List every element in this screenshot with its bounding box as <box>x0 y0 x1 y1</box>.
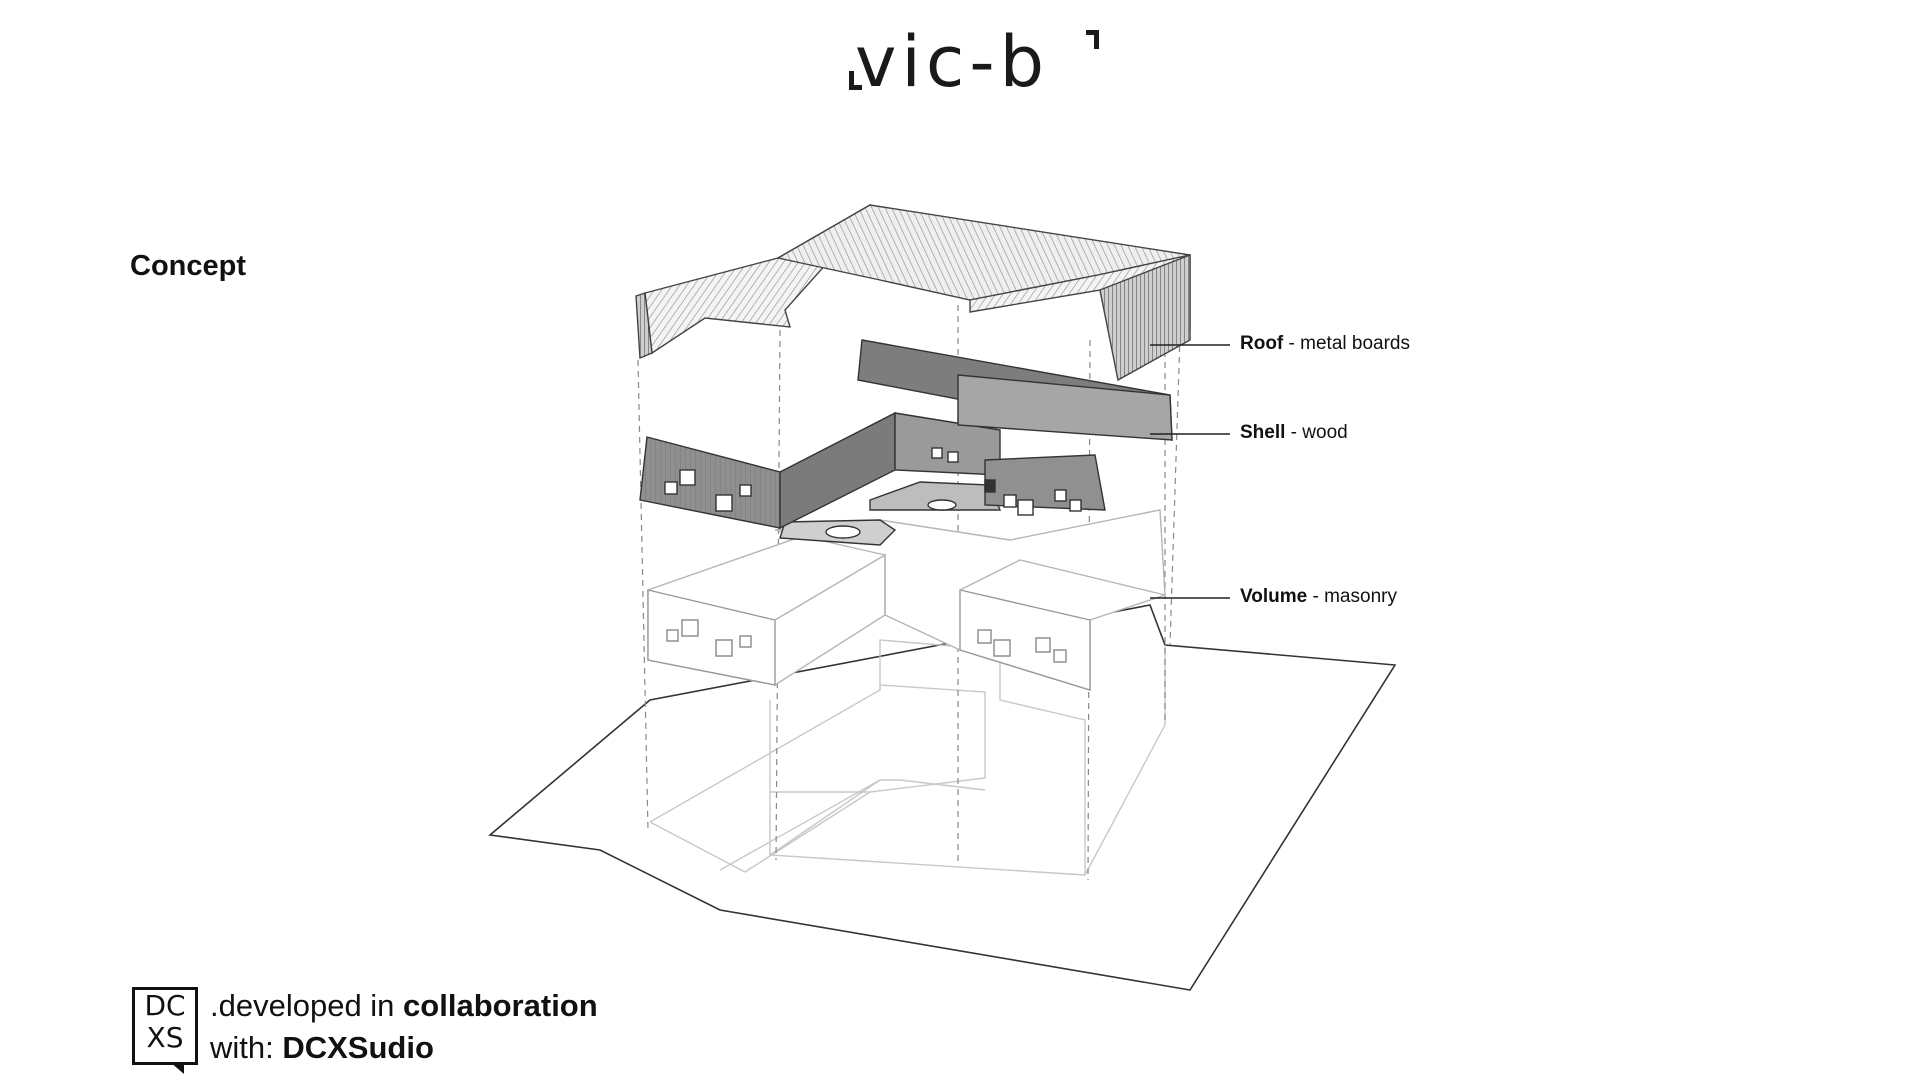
dcxs-badge-tail <box>170 1062 184 1074</box>
vic-b-logo: vic-b <box>849 21 1099 103</box>
label-volume: Volume - masonry <box>1240 586 1397 608</box>
dcxs-logo-badge: DC XS <box>132 987 198 1065</box>
footer-line2-prefix: with: <box>210 1030 283 1065</box>
dcxs-line1: DC <box>144 989 186 1022</box>
footer-line2-bold: DCXSudio <box>282 1030 434 1065</box>
ground-plate <box>488 604 1397 991</box>
label-roof-title: Roof <box>1240 333 1284 354</box>
dcxs-line2: XS <box>146 1021 184 1054</box>
label-shell: Shell - wood <box>1240 422 1348 444</box>
footer-line2: with: DCXSudio <box>210 1027 598 1069</box>
section-heading: Concept <box>130 250 246 282</box>
footer-credit: DC XS .developed in collaboration with: … <box>130 985 650 1075</box>
roof-metal-boards <box>635 203 1191 382</box>
label-shell-desc: - wood <box>1285 422 1348 443</box>
label-roof-desc: - metal boards <box>1283 333 1410 354</box>
logo-text: vic-b <box>855 21 1050 103</box>
shell-wood <box>639 339 1173 546</box>
footer-line1-prefix: .developed in <box>210 988 404 1023</box>
leader-lines <box>1150 344 1230 599</box>
logo-bracket-right <box>1086 30 1099 49</box>
footer-line1-bold: collaboration <box>403 988 598 1023</box>
label-volume-desc: - masonry <box>1307 586 1397 607</box>
label-shell-title: Shell <box>1240 422 1286 443</box>
footer-line1: .developed in collaboration <box>210 985 598 1027</box>
logo-bracket-left <box>849 71 862 90</box>
label-volume-title: Volume <box>1240 586 1308 607</box>
label-roof: Roof - metal boards <box>1240 333 1410 355</box>
footer-text: .developed in collaboration with: DCXSud… <box>210 985 598 1069</box>
volume-masonry <box>647 509 1166 691</box>
